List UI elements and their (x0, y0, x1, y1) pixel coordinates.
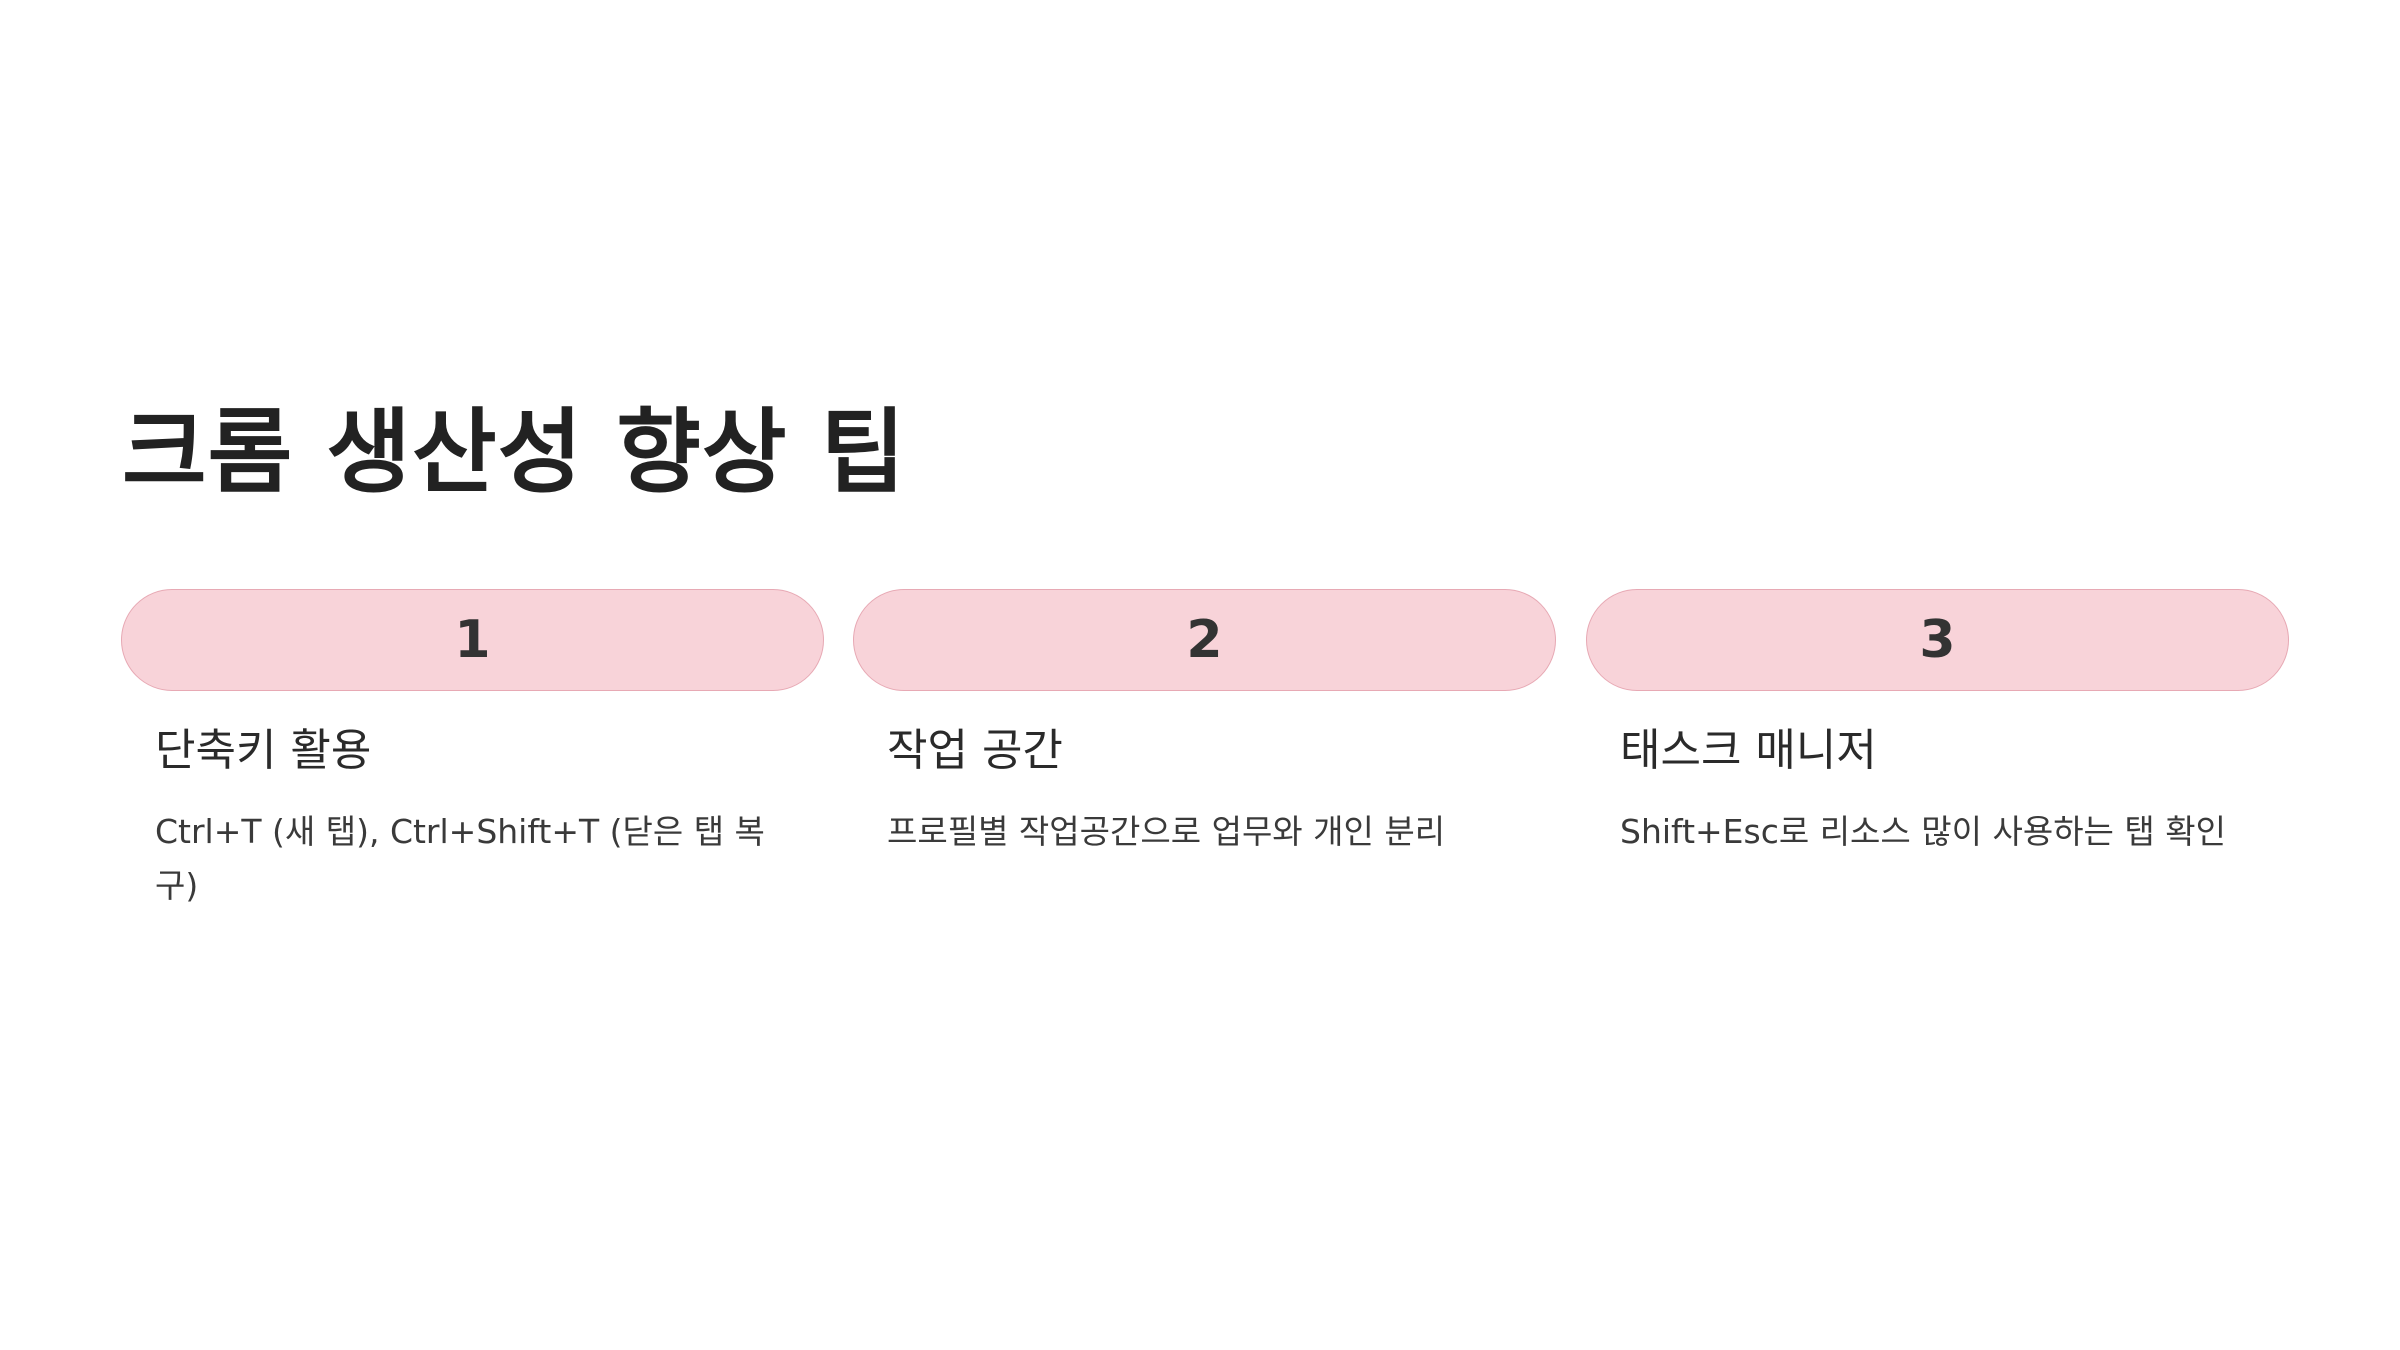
step-title: 작업 공간 (887, 725, 1063, 776)
step-number: 1 (454, 610, 491, 670)
step-number: 2 (1186, 610, 1223, 670)
slide-title: 크롬 생산성 향상 팁 (122, 399, 907, 506)
step-number-pill: 3 (1586, 589, 2289, 691)
step-title: 단축키 활용 (155, 725, 372, 776)
step-card-1: 1 단축키 활용 Ctrl+T (새 탭), Ctrl+Shift+T (닫은 … (121, 589, 826, 1009)
step-card-2: 2 작업 공간 프로필별 작업공간으로 업무와 개인 분리 (853, 589, 1558, 1009)
step-title: 태스크 매니저 (1620, 725, 1877, 776)
step-card-3: 3 태스크 매니저 Shift+Esc로 리소스 많이 사용하는 탭 확인 (1586, 589, 2291, 1009)
step-description: Shift+Esc로 리소스 많이 사용하는 탭 확인 (1620, 812, 2226, 851)
step-number: 3 (1919, 610, 1956, 670)
step-number-pill: 1 (121, 589, 824, 691)
step-description: 프로필별 작업공간으로 업무와 개인 분리 (887, 812, 1446, 851)
step-number-pill: 2 (853, 589, 1556, 691)
steps-row: 1 단축키 활용 Ctrl+T (새 탭), Ctrl+Shift+T (닫은 … (121, 589, 2291, 1009)
step-description: Ctrl+T (새 탭), Ctrl+Shift+T (닫은 탭 복구) (155, 812, 765, 906)
